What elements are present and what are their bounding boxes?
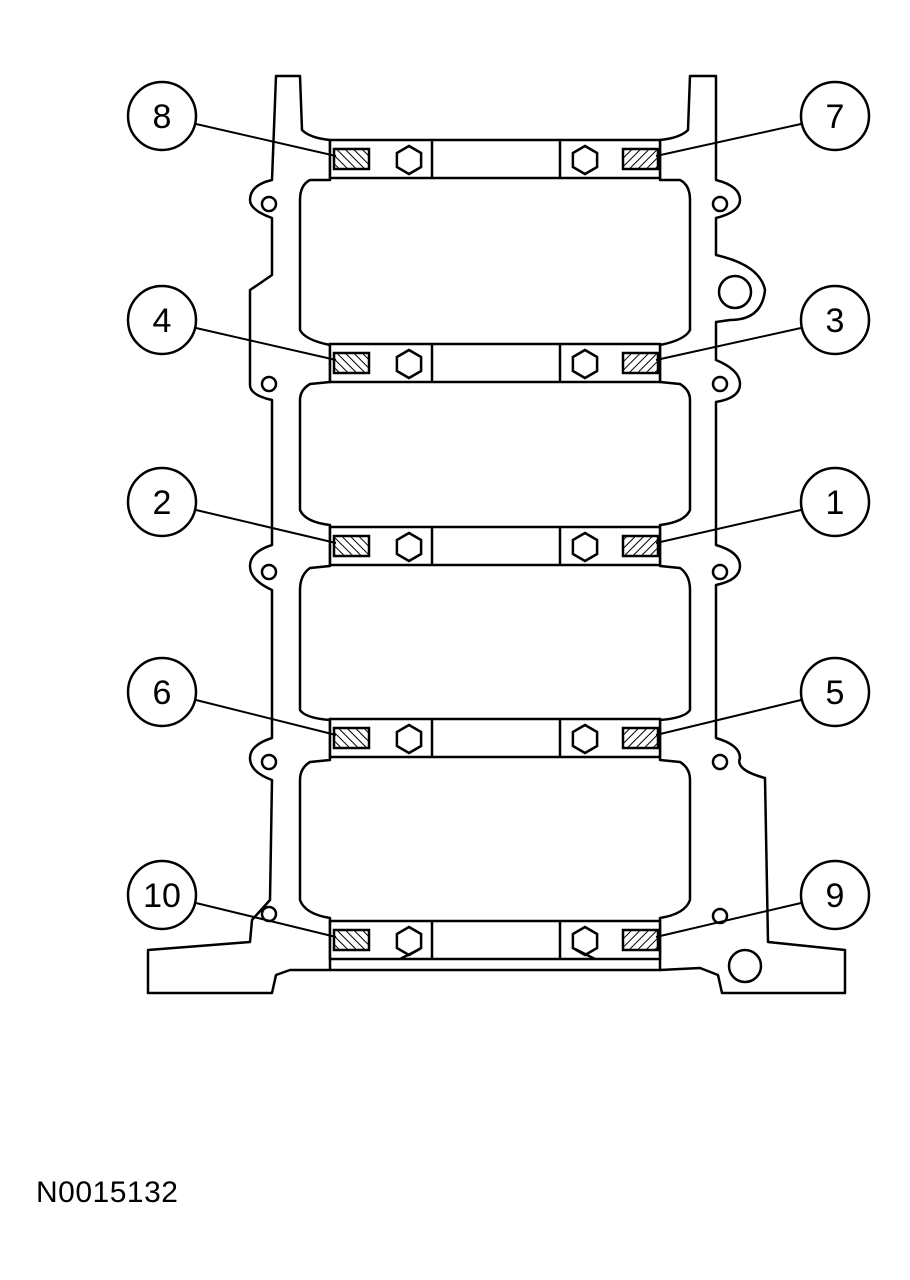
- bolt-right-icon: [571, 531, 599, 563]
- cap-body: [328, 717, 662, 759]
- leader-line: [655, 902, 802, 938]
- bolt-right-icon: [571, 144, 599, 176]
- leader-line: [195, 509, 337, 544]
- callout-bubble: [799, 859, 871, 931]
- leader-line: [655, 327, 802, 361]
- callout-layer: 8 7 4 3 2 1 6 5 10 9: [126, 80, 871, 938]
- leader-line: [195, 699, 337, 736]
- callout-6: 6: [126, 656, 337, 736]
- pad-left: [332, 726, 371, 750]
- bearing-cap-1: [328, 138, 662, 180]
- bearing-cap-3: [328, 525, 662, 567]
- leader-line: [655, 123, 802, 157]
- leader-line: [195, 123, 337, 157]
- bearing-cap-5: [328, 919, 662, 961]
- bolt-right-icon: [571, 348, 599, 380]
- callout-label: 10: [143, 877, 181, 915]
- bolt-right-icon: [571, 723, 599, 755]
- pad-right: [621, 928, 660, 952]
- callout-label: 5: [826, 674, 845, 712]
- pad-right: [621, 351, 660, 375]
- leader-line: [195, 902, 337, 938]
- pad-left: [332, 351, 371, 375]
- callout-1: 1: [655, 466, 871, 544]
- leader-line: [195, 327, 337, 361]
- frame-outline: [146, 74, 332, 995]
- callout-label: 9: [826, 877, 845, 915]
- pad-left: [332, 147, 371, 171]
- pad-left: [332, 534, 371, 558]
- callout-bubble: [126, 466, 198, 538]
- callout-10: 10: [126, 859, 337, 938]
- callout-bubble: [799, 656, 871, 728]
- bolt-left-icon: [395, 144, 423, 176]
- cap-body: [328, 342, 662, 384]
- callout-label: 3: [826, 302, 845, 340]
- callout-bubble: [799, 80, 871, 152]
- callout-label: 8: [153, 98, 172, 136]
- bolt-left-icon: [395, 723, 423, 755]
- callout-label: 1: [826, 484, 845, 522]
- callout-label: 6: [153, 674, 172, 712]
- figure-id: N0015132: [36, 1176, 179, 1209]
- callout-bubble: [126, 284, 198, 356]
- callout-4: 4: [126, 284, 337, 361]
- cap-body: [328, 919, 662, 961]
- frame-outline-right: [658, 74, 847, 995]
- bearing-cap-2: [328, 342, 662, 384]
- callout-5: 5: [655, 656, 871, 736]
- callout-9: 9: [655, 859, 871, 938]
- bolt-left-icon: [395, 531, 423, 563]
- callout-label: 2: [153, 484, 172, 522]
- pad-right: [621, 147, 660, 171]
- cap-body: [328, 138, 662, 180]
- callout-bubble: [126, 80, 198, 152]
- callout-3: 3: [655, 284, 871, 361]
- pad-right: [621, 534, 660, 558]
- callout-2: 2: [126, 466, 337, 544]
- callout-bubble: [799, 466, 871, 538]
- callout-bubble: [126, 656, 198, 728]
- bearing-cap-4: [328, 717, 662, 759]
- callout-bubble: [126, 859, 198, 931]
- cap-body: [328, 525, 662, 567]
- callout-bubble: [799, 284, 871, 356]
- callout-8: 8: [126, 80, 337, 157]
- pad-left: [332, 928, 371, 952]
- callout-label: 7: [826, 98, 845, 136]
- callout-label: 4: [153, 302, 172, 340]
- bearing-caps: [328, 138, 662, 961]
- bolt-left-icon: [395, 348, 423, 380]
- pad-right: [621, 726, 660, 750]
- leader-line: [655, 509, 802, 544]
- callout-7: 7: [655, 80, 871, 157]
- leader-line: [655, 699, 802, 736]
